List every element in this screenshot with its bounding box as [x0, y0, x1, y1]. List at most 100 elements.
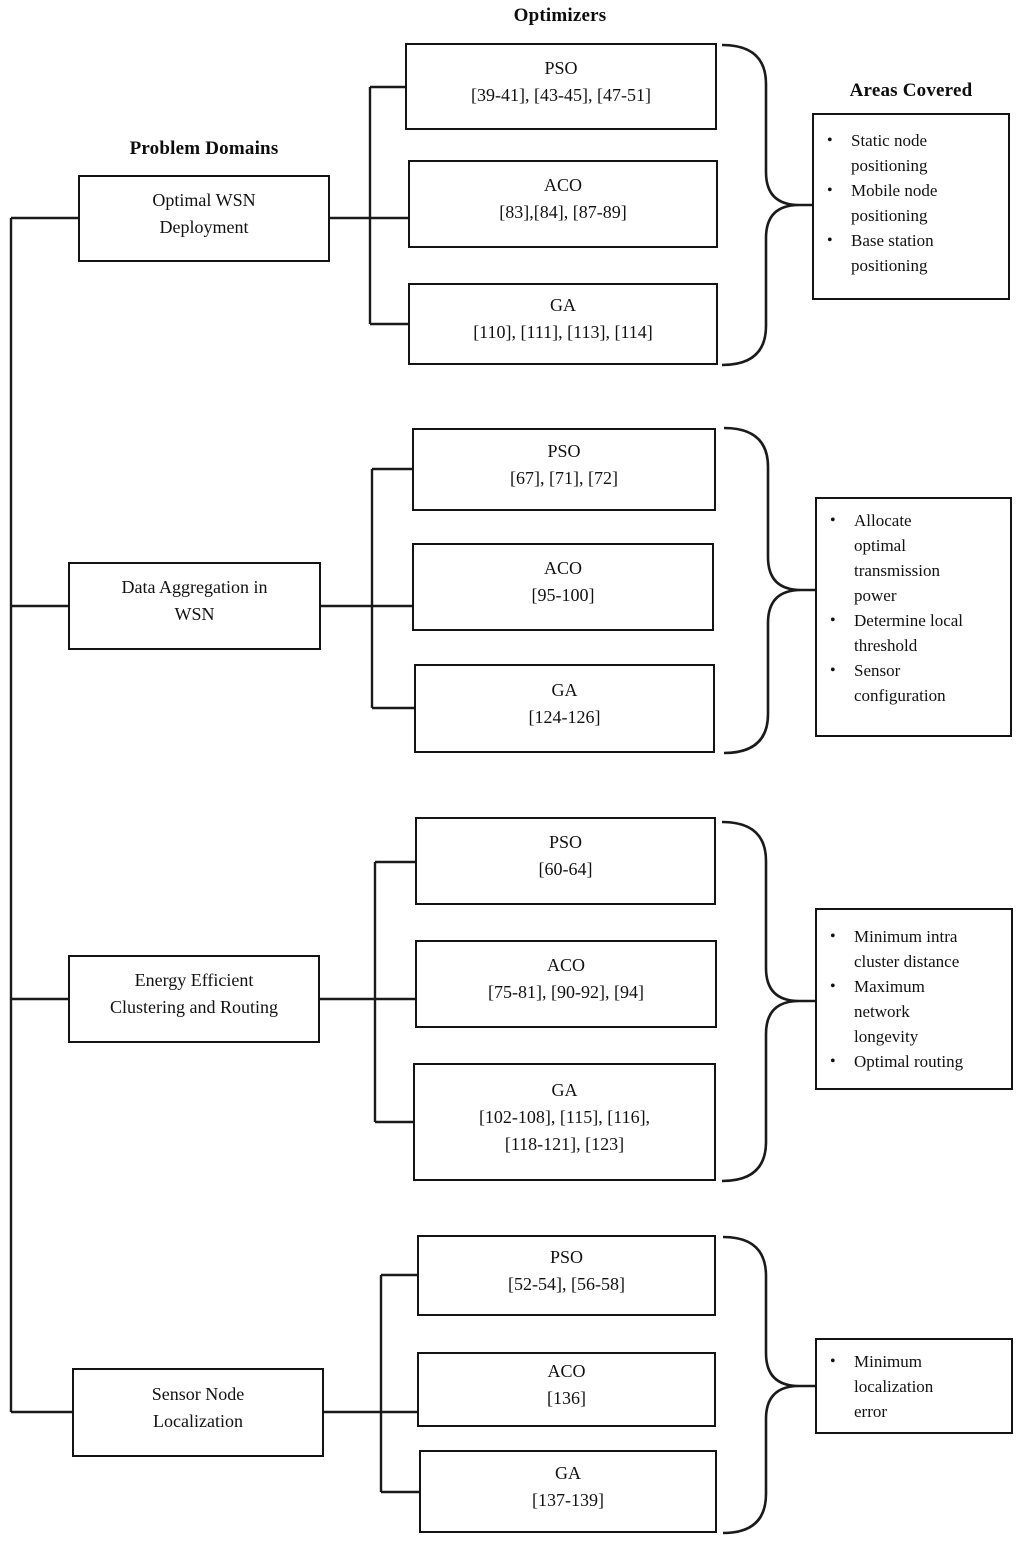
area-line: positioning	[851, 206, 928, 225]
optimizer-name: PSO	[548, 832, 583, 852]
domain-box-energy-clustering-routing: Energy Efficient Clustering and Routing	[68, 955, 320, 1043]
areas-box-localization: • Minimum localization error	[815, 1338, 1013, 1434]
area-item: • Base station positioning	[814, 228, 1008, 278]
areas-covered-heading: Areas Covered	[849, 80, 973, 101]
area-item: • Maximum network longevity	[817, 974, 1011, 1049]
optimizer-refs: [67], [71], [72]	[510, 467, 618, 488]
area-list: • Minimum localization error	[817, 1349, 1011, 1424]
bullet-icon: •	[830, 928, 836, 945]
bullet-icon: •	[827, 232, 833, 249]
area-item: • Optimal routing	[817, 1049, 1011, 1074]
optimizer-box-ga-localization: GA [137-139]	[419, 1450, 717, 1533]
optimizer-name: PSO	[544, 57, 578, 78]
optimizer-refs: [39-41], [43-45], [47-51]	[471, 84, 651, 105]
area-text: Static node positioning	[851, 128, 1008, 178]
optimizer-refs: [124-126]	[528, 706, 601, 727]
domain-label-line: Sensor Node	[151, 1383, 245, 1404]
optimizer-name: GA	[550, 295, 576, 315]
bullet-icon: •	[827, 182, 833, 199]
optimizer-box-pso-clustering: PSO [60-64]	[415, 817, 716, 905]
bullet-icon: •	[830, 1053, 836, 1070]
optimizer-box-ga-deployment: GA [110], [111], [113], [114]	[408, 283, 718, 365]
domain-label-line: Energy Efficient	[134, 970, 254, 990]
optimizer-refs: [83],[84], [87-89]	[499, 202, 627, 222]
area-line: optimal	[854, 536, 906, 555]
area-item: • Minimum localization error	[817, 1349, 1011, 1424]
area-item: • Allocate optimal transmission power	[817, 508, 1010, 608]
area-line: transmission	[854, 561, 940, 580]
area-item: • Determine local threshold	[817, 608, 1010, 658]
optimizer-name: ACO	[547, 1360, 586, 1381]
optimizer-box-aco-clustering: ACO [75-81], [90-92], [94]	[415, 940, 717, 1028]
domain-label-line: Data Aggregation in	[121, 577, 268, 597]
optimizer-refs: [102-108], [115], [116],	[478, 1106, 651, 1127]
area-line: positioning	[851, 256, 928, 275]
area-text: Base station positioning	[851, 228, 1008, 278]
optimizer-box-aco-deployment: ACO [83],[84], [87-89]	[408, 160, 718, 248]
areas-box-aggregation: • Allocate optimal transmission power • …	[815, 497, 1012, 737]
area-item: • Minimum intra cluster distance	[817, 924, 1011, 974]
optimizer-name: ACO	[543, 558, 582, 578]
brace-clustering	[721, 820, 815, 1183]
domain-label-line: Deployment	[159, 216, 249, 237]
area-line: Base station	[851, 231, 934, 250]
area-list: • Static node positioning • Mobile node …	[814, 128, 1008, 278]
problem-domains-heading: Problem Domains	[129, 138, 279, 159]
optimizer-refs: [118-121], [123]	[504, 1133, 625, 1154]
bullet-icon: •	[830, 662, 836, 679]
domain-label-line: Optimal WSN	[152, 189, 256, 210]
optimizer-refs: [75-81], [90-92], [94]	[488, 982, 644, 1002]
area-line: threshold	[854, 636, 918, 655]
bullet-icon: •	[830, 512, 836, 529]
area-line: positioning	[851, 156, 928, 175]
area-text: Mobile node positioning	[851, 178, 1008, 228]
optimizer-name: ACO	[546, 955, 585, 975]
area-list: • Minimum intra cluster distance • Maxim…	[817, 924, 1011, 1074]
area-line: cluster distance	[854, 952, 960, 971]
optimizer-box-aco-localization: ACO [136]	[417, 1352, 716, 1427]
optimizer-refs: [137-139]	[532, 1489, 604, 1510]
domain-label-line: Clustering and Routing	[110, 997, 278, 1017]
domain-box-sensor-node-localization: Sensor Node Localization	[72, 1368, 324, 1457]
area-line: Optimal routing	[854, 1052, 964, 1071]
area-line: Static node	[851, 131, 928, 150]
optimizer-box-pso-deployment: PSO [39-41], [43-45], [47-51]	[405, 43, 717, 130]
domain-label-line: Localization	[153, 1410, 243, 1431]
optimizer-refs: [136]	[547, 1387, 586, 1408]
optimizer-name: GA	[551, 1079, 578, 1100]
area-line: longevity	[854, 1027, 919, 1046]
area-item: • Sensor configuration	[817, 658, 1010, 708]
area-line: Minimum intra	[854, 927, 958, 946]
optimizer-refs: [60-64]	[538, 859, 593, 879]
area-item: • Mobile node positioning	[814, 178, 1008, 228]
domain-box-optimal-wsn-deployment: Optimal WSN Deployment	[78, 175, 330, 262]
domain-label-line: WSN	[174, 604, 215, 624]
domain-box-data-aggregation: Data Aggregation in WSN	[68, 562, 321, 650]
branch-localization	[324, 1273, 419, 1494]
optimizer-box-pso-localization: PSO [52-54], [56-58]	[417, 1235, 716, 1316]
area-line: Allocate	[854, 511, 912, 530]
area-text: Maximum network longevity	[854, 974, 1011, 1049]
area-line: Determine local	[854, 611, 964, 630]
area-text: Minimum intra cluster distance	[854, 924, 1011, 974]
area-line: configuration	[854, 686, 946, 705]
areas-box-deployment: • Static node positioning • Mobile node …	[812, 113, 1010, 300]
area-item: • Static node positioning	[814, 128, 1008, 178]
optimizer-refs: [110], [111], [113], [114]	[473, 322, 653, 342]
brace-deployment	[721, 43, 812, 367]
branch-clustering	[320, 860, 415, 1124]
optimizer-name: PSO	[547, 440, 581, 461]
left-spine-connector	[9, 216, 78, 1414]
optimizer-name: PSO	[549, 1246, 584, 1267]
area-text: Determine local threshold	[854, 608, 1010, 658]
brace-localization	[722, 1235, 815, 1535]
area-line: network	[854, 1002, 910, 1021]
area-line: power	[854, 586, 897, 605]
optimizer-box-pso-aggregation: PSO [67], [71], [72]	[412, 428, 716, 511]
optimizer-name: GA	[551, 679, 578, 700]
areas-box-clustering: • Minimum intra cluster distance • Maxim…	[815, 908, 1013, 1090]
optimizer-name: GA	[555, 1462, 581, 1483]
bullet-icon: •	[830, 978, 836, 995]
optimizer-refs: [52-54], [56-58]	[508, 1273, 625, 1294]
